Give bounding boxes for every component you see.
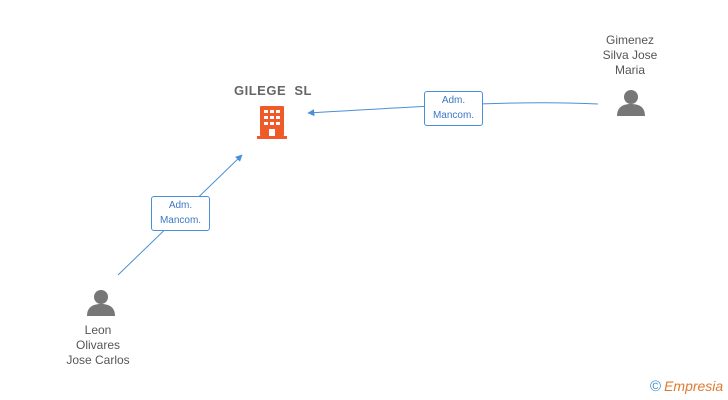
edge-label-leon[interactable]: Adm. Mancom. <box>151 196 210 231</box>
person-name-line: Jose Carlos <box>66 353 130 367</box>
person-icon[interactable] <box>87 290 115 316</box>
edge-label-line: Mancom. <box>159 215 202 226</box>
brand-name: Empresia <box>664 378 724 394</box>
copyright-icon: © <box>650 378 662 395</box>
person-name-line: Leon <box>84 323 112 337</box>
brand-footer[interactable]: ©Empresia <box>650 378 723 395</box>
building-icon[interactable] <box>257 106 287 139</box>
edge-label-line: Adm. <box>168 200 193 211</box>
person-name-line: Silva Jose <box>602 48 658 62</box>
edge-label-line: Adm. <box>441 95 466 106</box>
company-name[interactable]: GILEGE SL <box>234 83 312 98</box>
edge-label-gimenez[interactable]: Adm. Mancom. <box>424 91 483 126</box>
person-icon[interactable] <box>617 90 645 116</box>
person-name-line: Gimenez <box>605 33 655 47</box>
person-name-line: Maria <box>614 63 645 77</box>
person-name-line: Olivares <box>75 338 120 352</box>
edge-label-line: Mancom. <box>432 110 475 121</box>
person-name-gimenez[interactable]: Gimenez Silva Jose Maria <box>582 33 678 78</box>
person-name-leon[interactable]: Leon Olivares Jose Carlos <box>50 323 146 368</box>
